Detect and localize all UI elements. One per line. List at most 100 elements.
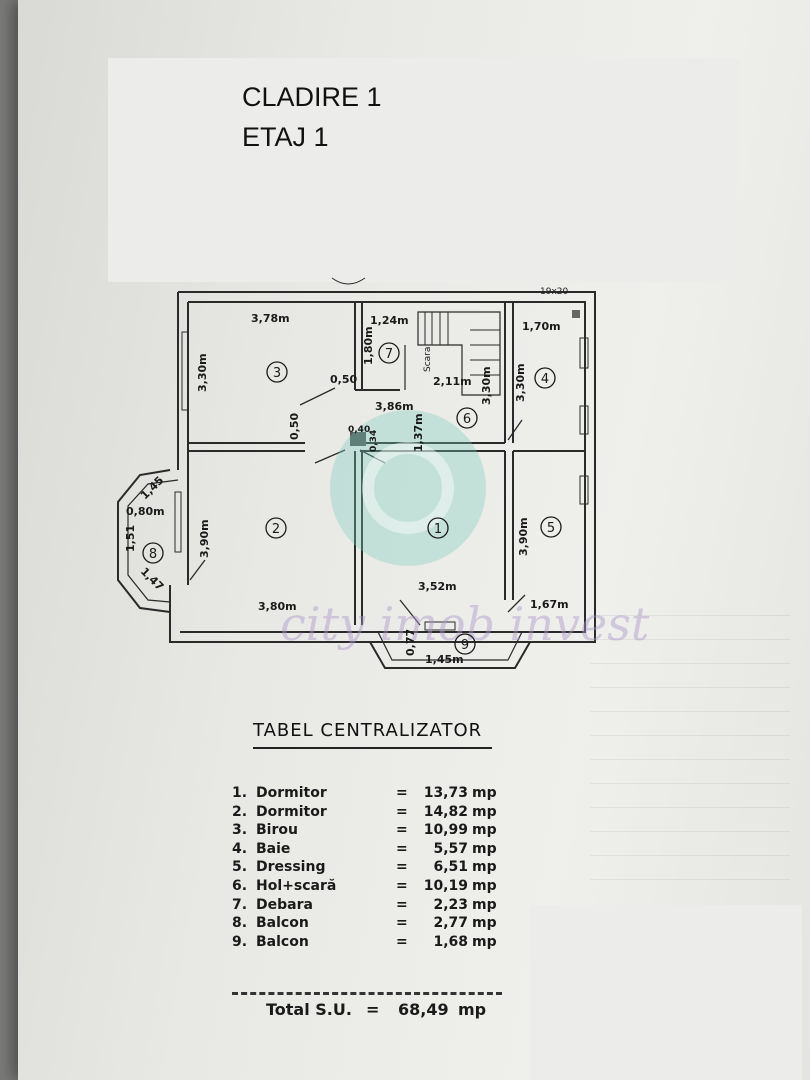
area-value: 10,19	[423, 877, 468, 894]
area-unit: mp	[472, 896, 497, 913]
row-number: 1.	[232, 785, 248, 801]
floor-plan: 19x20 city imob invest 3,78m 1,24m 1,70m…	[117, 277, 650, 669]
area-value: 10,99	[423, 822, 468, 839]
area-value: 13,73	[423, 785, 468, 801]
total-equals: =	[366, 1000, 380, 1019]
svg-text:6: 6	[463, 412, 471, 427]
stairs-label: Scara	[423, 347, 433, 372]
svg-text:2: 2	[272, 522, 280, 537]
area-value: 2,23	[433, 896, 468, 913]
dim-b8-side: 1,51	[124, 525, 137, 552]
equals-sign: =	[396, 896, 408, 913]
room-marker-4: 4	[534, 367, 556, 389]
room-name: Baie	[256, 840, 291, 857]
dim-hall-width: 3,86m	[375, 400, 414, 413]
dim-r1-width: 3,52m	[418, 580, 457, 593]
floor-label: ETAJ 1	[242, 122, 329, 152]
row-number: 8.	[232, 915, 248, 932]
building-label: CLADIRE 1	[242, 82, 382, 112]
area-value: 1,68	[433, 933, 468, 950]
equals-sign: =	[396, 933, 408, 950]
room-marker-3: 3	[266, 361, 288, 383]
equals-sign: =	[396, 822, 408, 839]
row-number: 7.	[232, 896, 248, 913]
svg-text:4: 4	[541, 372, 549, 387]
room-marker-7: 7	[378, 342, 400, 364]
svg-text:3: 3	[273, 366, 281, 381]
area-unit: mp	[472, 915, 497, 932]
area-unit: mp	[472, 877, 497, 894]
dim-r7-height: 1,80m	[362, 326, 375, 365]
room-marker-5: 5	[540, 516, 562, 538]
dim-column-a: 0,40	[348, 425, 370, 435]
total-label: Total S.U.	[266, 1000, 352, 1019]
room-marker-9: 9	[454, 633, 476, 655]
svg-text:5: 5	[547, 521, 555, 536]
room-name: Debara	[256, 896, 313, 913]
dim-column-b: 0,34	[369, 430, 379, 452]
equals-sign: =	[396, 840, 408, 857]
area-value: 2,77	[433, 915, 468, 932]
area-unit: mp	[472, 840, 497, 857]
dim-door-a: 0,50	[330, 373, 357, 386]
svg-text:8: 8	[149, 547, 157, 562]
watermark-text: city imob invest	[280, 597, 650, 651]
dim-r5-height: 3,90m	[517, 517, 530, 556]
room-marker-6: 6	[456, 407, 478, 429]
area-value: 6,51	[433, 859, 468, 876]
room-name: Balcon	[256, 933, 309, 950]
room-marker-8: 8	[142, 542, 164, 564]
dim-hall-height: 1,37m	[412, 413, 425, 452]
dim-b8-bottom: 1,47	[138, 565, 166, 593]
area-value: 14,82	[423, 803, 468, 820]
dim-stairs-height: 3,30m	[480, 366, 493, 405]
summary-title: TABEL CENTRALIZATOR	[253, 720, 493, 749]
background-grid	[590, 600, 790, 880]
corner-mark	[572, 310, 580, 318]
area-unit: mp	[472, 933, 497, 950]
room-name: Dormitor	[256, 803, 327, 820]
equals-sign: =	[396, 859, 408, 876]
room-name: Birou	[256, 822, 298, 839]
dim-door-b: 0,50	[288, 413, 301, 440]
row-number: 3.	[232, 822, 248, 839]
row-number: 6.	[232, 877, 248, 894]
dim-r4-height: 3,30m	[514, 363, 527, 402]
redacted-panel	[530, 905, 802, 1080]
dim-b9-side: 0,77	[404, 629, 417, 656]
row-number: 9.	[232, 933, 248, 950]
room-name: Dormitor	[256, 785, 327, 801]
svg-text:1: 1	[434, 522, 442, 537]
watermark-ring	[362, 442, 454, 534]
equals-sign: =	[396, 915, 408, 932]
dim-r4-width: 1,70m	[522, 320, 561, 333]
total-unit: mp	[458, 1000, 487, 1019]
area-unit: mp	[472, 803, 497, 820]
dim-b9-width: 1,45m	[425, 653, 464, 666]
dim-r3-width: 3,78m	[251, 312, 290, 325]
equals-sign: =	[396, 785, 408, 801]
dim-b8-inner: 0,80m	[126, 505, 165, 518]
total-value: 68,49	[398, 1000, 449, 1019]
svg-text:9: 9	[461, 638, 469, 653]
dim-stairs-width: 2,11m	[433, 375, 472, 388]
room-name: Balcon	[256, 915, 309, 932]
area-unit: mp	[472, 785, 497, 801]
dim-r2-height: 3,90m	[198, 519, 211, 558]
area-value: 5,57	[433, 840, 468, 857]
row-number: 2.	[232, 803, 248, 820]
room-marker-1: 1	[427, 517, 449, 539]
equals-sign: =	[396, 803, 408, 820]
row-number: 5.	[232, 859, 248, 876]
equals-sign: =	[396, 877, 408, 894]
dim-r3-height: 3,30m	[196, 353, 209, 392]
room-marker-2: 2	[265, 517, 287, 539]
svg-text:7: 7	[385, 347, 393, 362]
